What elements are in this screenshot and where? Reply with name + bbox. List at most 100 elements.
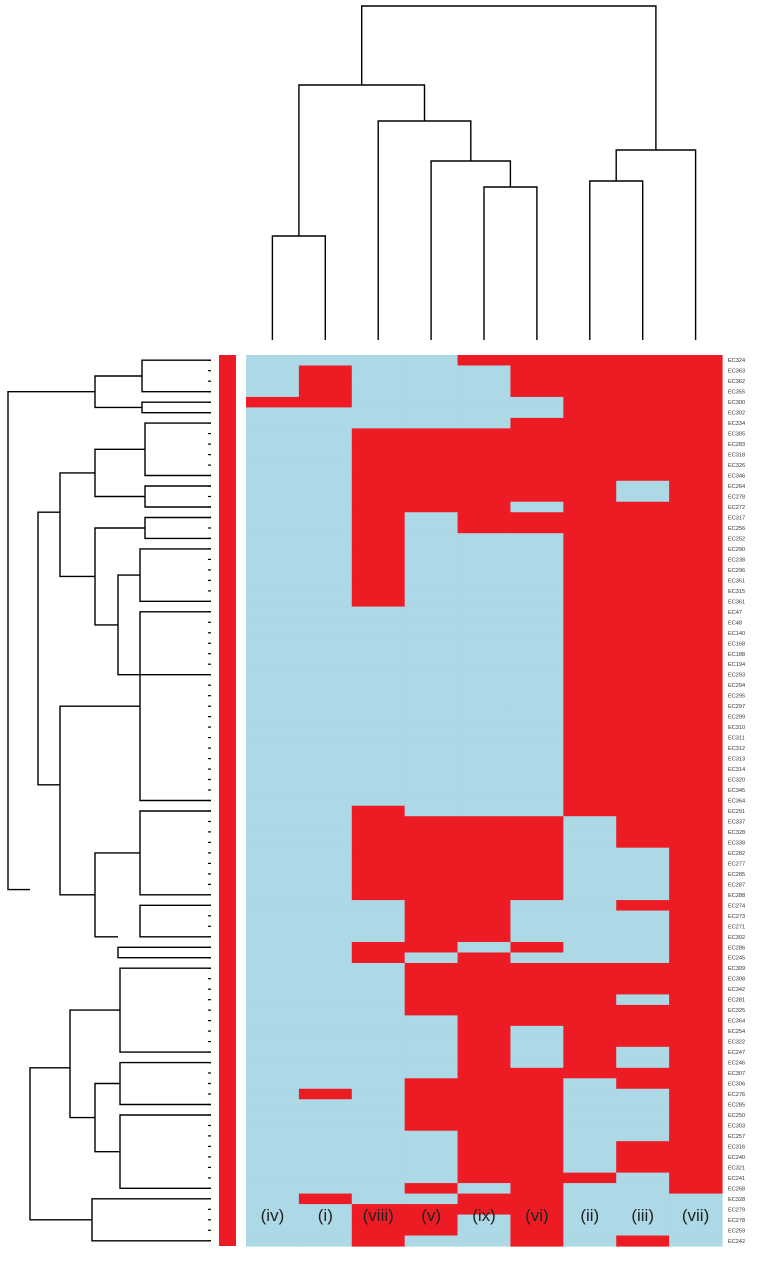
heatmap-cell [298,355,353,367]
heatmap-cell [510,732,564,744]
heatmap-cell [351,596,406,608]
heatmap-cell [246,1088,300,1100]
heatmap-cell [298,879,353,891]
heatmap-cell [404,931,459,943]
heatmap-cell [563,355,617,367]
heatmap-cell [298,533,353,545]
heatmap-cell [457,596,512,608]
heatmap-cell [404,396,459,409]
heatmap-cell [404,438,459,450]
dendrogram-branch [117,946,211,959]
heatmap-cell [246,942,300,954]
heatmap-cell [563,543,617,555]
heatmap-cell [457,962,512,975]
column-label: (v) [421,1206,441,1225]
heatmap-cell [404,1099,459,1111]
heatmap-cell [457,910,512,922]
heatmap-cell [457,1057,512,1069]
heatmap-cell [669,596,723,608]
heatmap-cell [510,543,564,555]
heatmap-cell [298,784,353,796]
heatmap-cell [351,1193,406,1205]
heatmap-cell [669,847,723,859]
row-label: EC286 [728,945,745,951]
heatmap-cell [298,1141,353,1153]
heatmap-cell [298,1225,353,1237]
heatmap-cell [246,396,300,409]
heatmap-cell [246,837,300,849]
heatmap-cell [510,690,564,702]
heatmap-cell [351,638,406,650]
heatmap-cell [351,742,406,754]
row-label: EC285 [728,872,745,878]
heatmap-cell [616,1025,670,1037]
heatmap-cell [457,1214,512,1226]
dendrogram-branch [144,516,211,540]
heatmap-cell [457,459,512,471]
heatmap-cell [510,1225,564,1237]
heatmap-cell [457,606,512,618]
heatmap-cell [457,1025,512,1037]
heatmap-cell [563,585,617,597]
heatmap-cell [616,1067,670,1079]
heatmap-cell [351,355,406,367]
heatmap-cell [404,480,459,492]
heatmap-cell [616,1099,670,1111]
heatmap-cell [669,753,723,765]
row-label: EC290 [728,547,745,553]
dendrogram-branch [139,810,211,896]
heatmap-cell [563,375,617,388]
heatmap-cell [510,711,564,723]
heatmap-cell [510,973,564,985]
heatmap-cell [246,1225,300,1237]
row-label: EC345 [728,788,745,794]
heatmap-cell [246,679,300,692]
heatmap-cell [669,1078,723,1090]
heatmap-cell [351,889,406,901]
heatmap-cell [510,1088,564,1100]
heatmap-cell [351,847,406,859]
heatmap-cell [510,428,564,440]
row-label: EC334 [728,421,745,427]
heatmap-cell [457,732,512,744]
heatmap-cell [246,407,300,419]
heatmap-cell [510,784,564,796]
heatmap-cell [457,375,512,388]
heatmap-cell [351,1141,406,1153]
heatmap-cell [457,690,512,702]
heatmap-cell [404,407,459,419]
heatmap-cell [404,1130,459,1142]
heatmap-cell [298,805,353,817]
heatmap-cell [351,837,406,849]
heatmap-cell [351,1235,406,1247]
heatmap-cell [351,1130,406,1142]
dendrogram-branch [37,511,60,786]
heatmap-cell [298,1193,353,1205]
row-label: EC362 [728,379,745,385]
heatmap-cell [404,910,459,922]
heatmap-cell [298,564,353,576]
heatmap-cell [351,931,406,943]
heatmap-cell [563,795,617,807]
heatmap-cell [404,365,459,377]
row-label: EC295 [728,694,745,700]
heatmap-cell [246,1004,300,1016]
heatmap-cell [669,679,723,692]
heatmap-cell [616,952,670,964]
heatmap-cell [669,1036,723,1048]
heatmap-cell [616,1172,670,1184]
heatmap-cell [563,1004,617,1016]
heatmap-cell [298,1151,353,1163]
row-label: EC247 [728,1050,745,1056]
row-label: EC318 [728,453,745,459]
column-label: (iv) [261,1206,285,1225]
heatmap-cell [669,658,723,671]
heatmap-cell [616,962,670,975]
heatmap-cell [563,994,617,1006]
heatmap-cell [457,554,512,566]
row-label: EC283 [728,442,745,448]
heatmap-cell [298,375,353,388]
heatmap-cell [351,470,406,482]
heatmap-cell [246,816,300,828]
heatmap-cell [298,795,353,807]
